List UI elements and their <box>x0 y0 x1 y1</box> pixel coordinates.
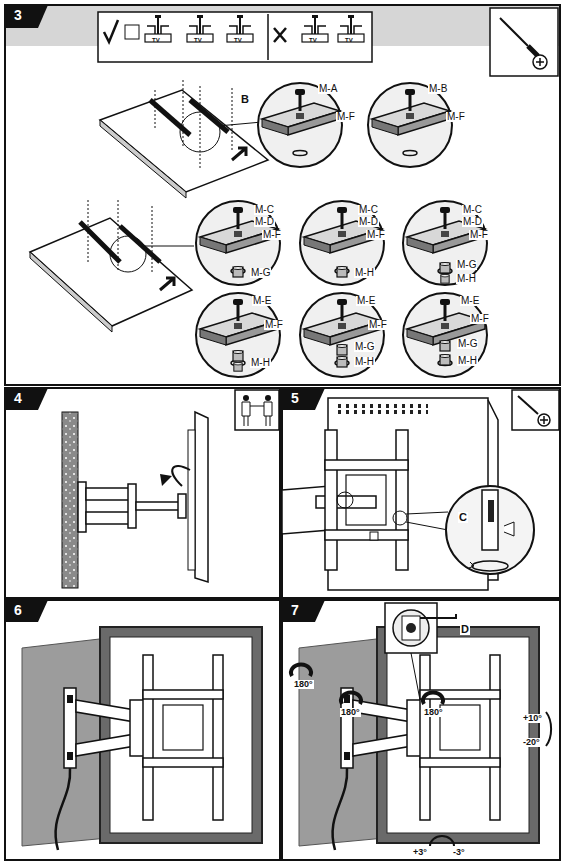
part-callout: M-E <box>460 296 480 306</box>
part-callout: M-H <box>457 356 478 366</box>
step-number: 3 <box>14 8 22 22</box>
part-callout: M-H <box>456 274 477 284</box>
step-number: 4 <box>14 391 22 405</box>
part-callout: M-D <box>254 217 275 227</box>
part-callout: M-F <box>264 320 284 330</box>
part-callout: M-G <box>457 339 478 349</box>
part-callout: M-F <box>470 314 490 324</box>
angle-label: +3° <box>412 848 428 857</box>
part-callout: M-E <box>356 296 376 306</box>
angle-label: 180° <box>423 708 444 717</box>
tv-mark: TV <box>345 37 353 43</box>
part-callout: M-E <box>252 296 272 306</box>
angle-label: +10° <box>522 714 543 723</box>
part-callout: M-A <box>318 84 338 94</box>
part-callout: M-F <box>336 112 356 122</box>
angle-label: 180° <box>340 708 361 717</box>
part-callout: M-F <box>262 230 282 240</box>
part-callout: M-F <box>368 320 388 330</box>
callout-letter: B <box>240 94 250 105</box>
part-callout: M-B <box>428 84 448 94</box>
tv-mark: TV <box>152 37 160 43</box>
step-number: 5 <box>291 391 299 405</box>
part-callout: M-F <box>446 112 466 122</box>
step-number: 7 <box>291 603 299 617</box>
angle-label: 180° <box>293 680 314 689</box>
part-callout: M-C <box>358 205 379 215</box>
angle-label: -20° <box>522 738 541 747</box>
callout-letter: D <box>460 624 470 635</box>
part-callout: M-D <box>358 217 379 227</box>
part-callout: M-G <box>250 268 271 278</box>
part-callout: M-D <box>462 217 483 227</box>
part-callout: M-G <box>456 260 477 270</box>
part-callout: M-F <box>469 230 489 240</box>
tv-mark: TV <box>194 37 202 43</box>
tv-mark: TV <box>234 37 242 43</box>
part-callout: M-H <box>354 268 375 278</box>
step-number: 6 <box>14 603 22 617</box>
part-callout: M-G <box>354 342 375 352</box>
part-callout: M-C <box>254 205 275 215</box>
part-callout: M-H <box>354 357 375 367</box>
callout-letter: C <box>458 512 468 523</box>
part-callout: M-C <box>462 205 483 215</box>
angle-label: -3° <box>452 848 466 857</box>
tv-mark: TV <box>309 37 317 43</box>
part-callout: M-H <box>250 358 271 368</box>
part-callout: M-F <box>366 230 386 240</box>
